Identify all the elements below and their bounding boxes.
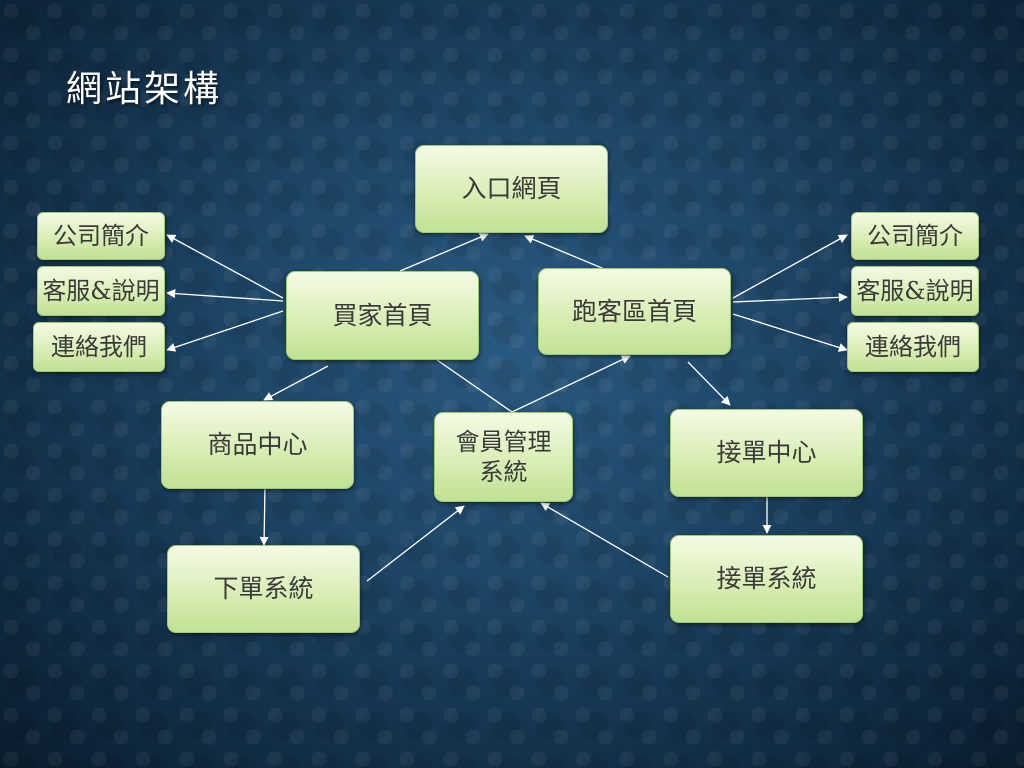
arrow-buyer-to-left-contact — [166, 310, 284, 352]
arrow-runner-to-right-service — [732, 292, 848, 303]
node-accept-system: 接單系統 — [670, 535, 863, 623]
arrow-product-to-order — [259, 485, 269, 546]
node-product-center: 商品中心 — [161, 401, 354, 489]
node-portal: 入口網頁 — [415, 145, 608, 233]
arrow-runner-to-accept-center — [687, 361, 731, 406]
arrow-buyer-to-left-service — [166, 289, 284, 302]
arrow-buyer-to-left-about — [166, 234, 284, 299]
node-buyer-home: 買家首頁 — [286, 271, 479, 360]
node-left-service: 客服&說明 — [37, 266, 165, 316]
node-right-service: 客服&說明 — [851, 266, 979, 316]
arrow-runner-to-right-contact — [732, 313, 848, 352]
node-left-about: 公司簡介 — [37, 212, 165, 260]
arrow-order-to-member — [366, 505, 465, 582]
line-buyer-to-member — [436, 359, 513, 413]
node-order-system: 下單系統 — [167, 545, 360, 633]
arrow-runner-to-right-about — [732, 234, 848, 299]
node-accept-center: 接單中心 — [670, 409, 863, 497]
arrow-member-to-runner — [511, 355, 631, 413]
arrow-accept-system-to-member — [540, 502, 669, 578]
node-right-contact: 連絡我們 — [847, 322, 979, 372]
arrow-buyer-to-product — [263, 365, 329, 401]
slide-title: 網站架構 — [66, 69, 223, 110]
node-right-about: 公司簡介 — [851, 212, 979, 260]
node-left-contact: 連絡我們 — [33, 322, 165, 372]
arrow-buyer-to-portal — [399, 232, 489, 272]
node-runner-home: 跑客區首頁 — [538, 268, 731, 355]
node-member-system: 會員管理 系統 — [434, 412, 573, 502]
